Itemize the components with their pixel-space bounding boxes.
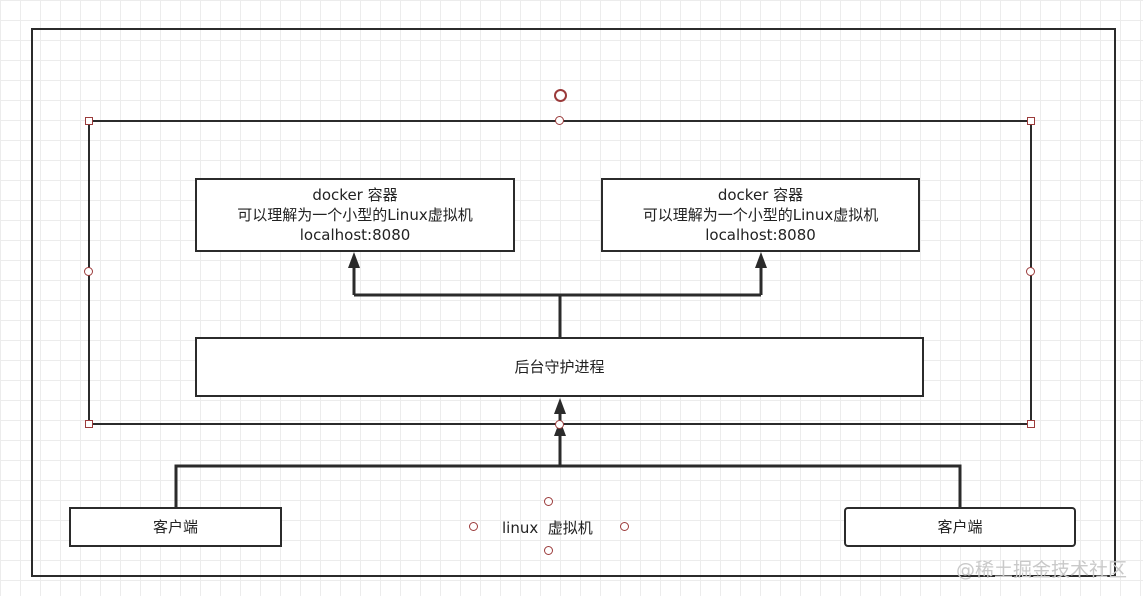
vm-label-handle-right[interactable] [620,522,629,531]
linux-vm-label[interactable]: linux 虚拟机 [502,519,593,537]
container-1-description: 可以理解为一个小型的Linux虚拟机 [237,206,473,224]
vm-label-handle-bottom[interactable] [544,546,553,555]
daemon-to-container-connector [354,293,761,337]
arrowhead-container-1 [348,252,360,268]
daemon-label: 后台守护进程 [514,358,605,376]
frame-handle-top-right[interactable] [1027,117,1035,125]
frame-handle-top-left[interactable] [85,117,93,125]
frame-handle-right[interactable] [1026,267,1035,276]
vm-label-handle-left[interactable] [469,522,478,531]
client-box-left[interactable]: 客户端 [69,507,282,547]
container-1-title: docker 容器 [312,186,398,204]
client-right-label: 客户端 [937,518,983,536]
outer-frame [31,28,1116,577]
container-2-address: localhost:8080 [705,226,816,244]
arrowhead-daemon [554,398,566,414]
frame-handle-bottom-right[interactable] [1027,420,1035,428]
frame-handle-top[interactable] [555,116,564,125]
container-2-description: 可以理解为一个小型的Linux虚拟机 [642,206,879,224]
docker-container-box-2[interactable]: docker 容器 可以理解为一个小型的Linux虚拟机 localhost:8… [601,178,920,252]
frame-handle-left[interactable] [84,267,93,276]
client-left-label: 客户端 [152,518,198,536]
vm-label-handle-top[interactable] [544,497,553,506]
frame-handle-bottom[interactable] [555,420,564,429]
watermark: @稀土掘金技术社区 [955,559,1127,581]
arrowhead-container-2 [755,252,767,268]
clients-connector [174,404,962,508]
docker-container-box-1[interactable]: docker 容器 可以理解为一个小型的Linux虚拟机 localhost:8… [195,178,515,252]
rotate-handle-icon[interactable] [554,89,567,102]
container-2-title: docker 容器 [717,186,804,204]
container-1-address: localhost:8080 [299,226,411,244]
client-box-right[interactable]: 客户端 [844,507,1076,547]
daemon-box[interactable]: 后台守护进程 [195,337,924,397]
frame-handle-bottom-left[interactable] [85,420,93,428]
